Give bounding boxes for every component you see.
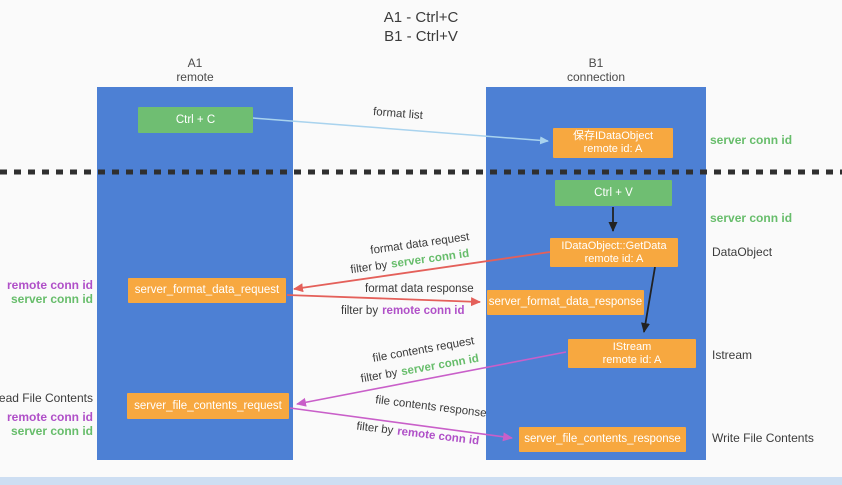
lane-a1-subtitle: remote bbox=[176, 70, 214, 84]
server-file-contents-response-label: server_file_contents_response bbox=[524, 433, 681, 445]
title-line-1: A1 - Ctrl+C bbox=[383, 9, 459, 26]
getdata-line2: remote id: A bbox=[584, 252, 644, 265]
edge-label-format-data-response: format data response bbox=[365, 283, 474, 295]
node-save-idataobject: 保存IDataObject remote id: A bbox=[553, 128, 673, 158]
side-label-server-conn-id-top: server conn id bbox=[710, 133, 793, 147]
server-file-contents-request-label: server_file_contents_request bbox=[134, 399, 282, 412]
edge-label-format-list: format list bbox=[372, 106, 424, 122]
server-format-data-request-label: server_format_data_request bbox=[134, 284, 280, 296]
node-ctrl-v: Ctrl + V bbox=[555, 180, 672, 206]
istream-line1: IStream bbox=[612, 340, 652, 353]
save-idataobject-line1: 保存IDataObject bbox=[572, 130, 654, 142]
lane-a1-id: A1 bbox=[187, 56, 203, 70]
side-label-write-file-contents: Write File Contents bbox=[712, 431, 814, 445]
filter-by-text: filter by bbox=[349, 259, 389, 277]
remote-conn-id-text: remote conn id bbox=[396, 425, 480, 448]
save-idataobject-line2: remote id: A bbox=[583, 143, 643, 155]
node-server-format-data-response: server_format_data_response bbox=[487, 290, 644, 315]
side-label-remote-conn-id-2: remote conn id bbox=[6, 410, 93, 424]
arrow-format-data-response bbox=[286, 294, 481, 307]
filter-by-text: filter by bbox=[341, 305, 379, 317]
side-label-server-conn-id-mid: server conn id bbox=[710, 211, 793, 225]
side-label-server-conn-id-1: server conn id bbox=[10, 292, 93, 306]
side-label-read-file-contents: Read File Contents bbox=[0, 391, 93, 405]
lane-header-b1: B1 connection bbox=[486, 56, 706, 84]
node-server-file-contents-request: server_file_contents_request bbox=[127, 393, 289, 419]
edge-label-file-contents-response: file contents response bbox=[374, 394, 488, 420]
server-format-data-response-label: server_format_data_response bbox=[488, 296, 643, 308]
node-idataobject-getdata: IDataObject::GetData remote id: A bbox=[550, 238, 678, 267]
lane-b1-subtitle: connection bbox=[566, 70, 626, 84]
bottom-strip bbox=[0, 477, 842, 485]
side-label-istream: Istream bbox=[712, 348, 753, 362]
diagram-title: A1 - Ctrl+C B1 - Ctrl+V bbox=[0, 8, 842, 46]
istream-line2: remote id: A bbox=[602, 353, 662, 366]
filter-by-text: filter by bbox=[355, 420, 394, 437]
ctrl-c-label: Ctrl + C bbox=[175, 113, 216, 126]
ctrl-v-label: Ctrl + V bbox=[594, 186, 633, 199]
side-label-server-conn-id-2: server conn id bbox=[10, 424, 93, 438]
getdata-line1: IDataObject::GetData bbox=[561, 239, 667, 252]
side-label-dataobject: DataObject bbox=[712, 245, 773, 259]
node-server-file-contents-response: server_file_contents_response bbox=[519, 427, 686, 452]
lane-b1-id: B1 bbox=[588, 56, 604, 70]
node-server-format-data-request: server_format_data_request bbox=[128, 278, 286, 303]
lane-header-a1: A1 remote bbox=[97, 56, 293, 84]
remote-conn-id-text: remote conn id bbox=[382, 305, 465, 317]
title-line-2: B1 - Ctrl+V bbox=[384, 28, 458, 45]
side-label-remote-conn-id-1: remote conn id bbox=[6, 278, 93, 292]
node-istream: IStream remote id: A bbox=[568, 339, 696, 368]
filter-by-text: filter by bbox=[359, 367, 399, 386]
node-ctrl-c: Ctrl + C bbox=[138, 107, 253, 133]
